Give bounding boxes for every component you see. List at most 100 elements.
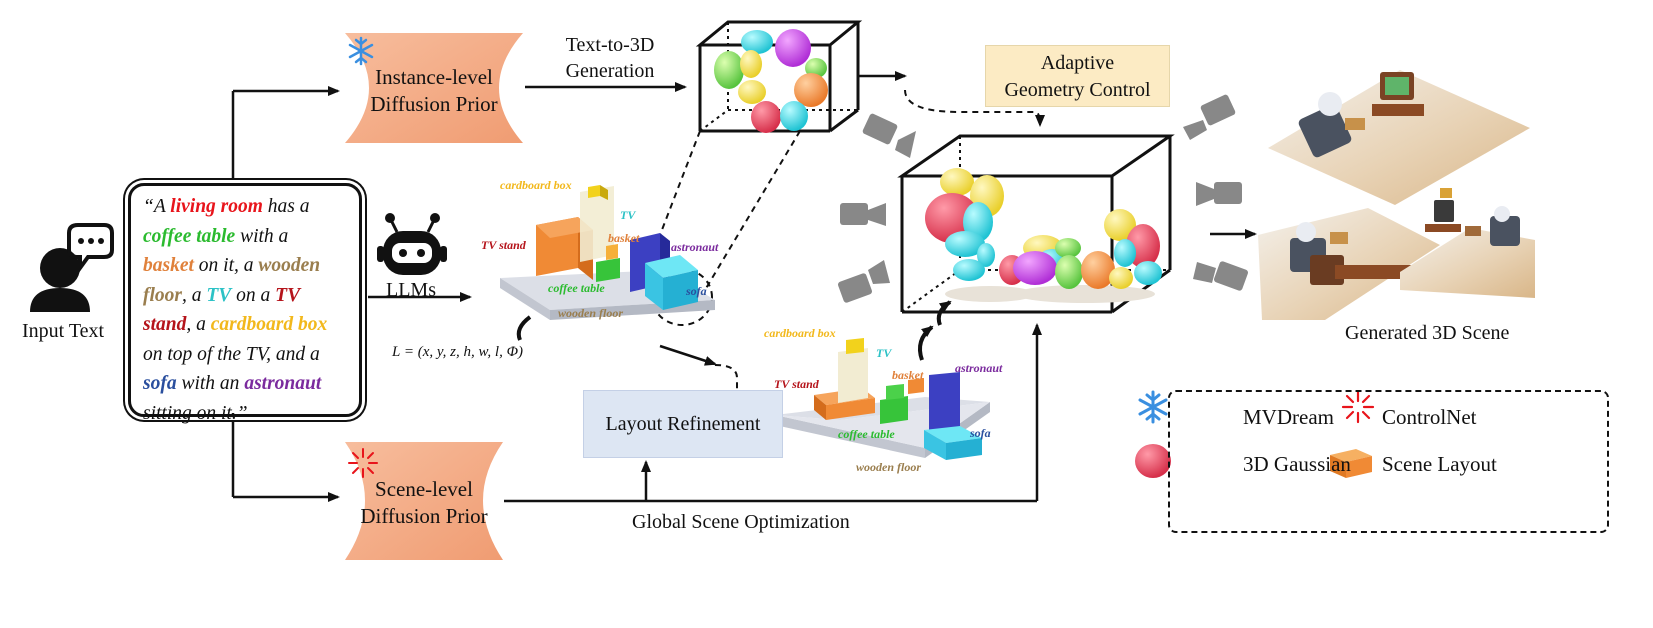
instance-prior-label: Instance-level Diffusion Prior: [345, 64, 523, 118]
curved-arrow-scene-layout: [918, 325, 934, 361]
camera-icon: [1196, 182, 1242, 206]
quote-segment: on top of the TV, and a: [143, 343, 320, 365]
quote-segment: basket: [143, 255, 194, 276]
gaussian-scene: [925, 168, 1162, 303]
quote-segment: living room: [170, 196, 263, 217]
snowflake-icon-legend: [1138, 390, 1168, 424]
label-astronaut-1: astronaut: [671, 240, 719, 254]
scene-prior-label: Scene-level Diffusion Prior: [345, 476, 503, 530]
scene-prior-line2: Diffusion Prior: [360, 504, 488, 528]
quote-segment: coffee table: [143, 225, 236, 247]
legend-scene-layout: Scene Layout: [1382, 452, 1497, 476]
quote-segment: stand: [143, 314, 187, 335]
curved-arrow-box: [936, 300, 952, 326]
scene-layout-1: [500, 185, 715, 320]
zoom-line-1: [639, 130, 701, 288]
label-sofa-2: sofa: [970, 426, 991, 440]
camera-icon: [1193, 261, 1249, 291]
quote-line: floor, a TV on a TV: [143, 281, 357, 311]
quote-segment: with an: [176, 373, 245, 394]
camera-icon: [840, 203, 886, 226]
scene-layout-2: [775, 338, 990, 460]
legend-gaussian: 3D Gaussian: [1243, 452, 1351, 476]
quote-segment: TV: [206, 284, 232, 306]
quote-segment: has a: [262, 196, 310, 217]
camera-icon: [837, 260, 890, 303]
label-coffee-table-2: coffee table: [838, 427, 895, 441]
label-basket-1: basket: [608, 231, 640, 245]
camera-icon: [1183, 94, 1236, 140]
quote-segment: , a: [182, 284, 207, 306]
adaptive-line1: Adaptive: [1040, 52, 1115, 74]
label-coffee-table-1: coffee table: [548, 281, 605, 295]
quote-line: stand, a cardboard box: [143, 310, 357, 340]
quote-segment: on a: [231, 284, 276, 306]
label-cardboard-box-2: cardboard box: [764, 326, 836, 340]
layout-refinement-label: Layout Refinement: [605, 412, 761, 435]
generated-render-right: [1400, 188, 1535, 298]
gaussian-icon: [1135, 444, 1171, 478]
label-wooden-floor-2: wooden floor: [856, 460, 922, 474]
dashed-adaptive-to-box: [904, 89, 1045, 127]
layout-formula: L = (x, y, z, h, w, l, Φ): [392, 344, 523, 360]
quote-segment: TV: [275, 284, 301, 306]
quote-segment: “A: [143, 196, 171, 217]
llm-label: LLMs: [386, 279, 436, 301]
label-sofa-1: sofa: [686, 284, 707, 298]
quote-segment: cardboard box: [210, 314, 328, 335]
text23d-line2: Generation: [565, 60, 655, 82]
instance-prior-line2: Diffusion Prior: [370, 92, 498, 116]
instance-prior-line1: Instance-level: [375, 65, 493, 89]
curved-arrow-formula: [516, 315, 532, 341]
adaptive-geometry-box: Adaptive Geometry Control: [985, 45, 1170, 107]
generated-label: Generated 3D Scene: [1345, 322, 1510, 344]
label-wooden-floor-1: wooden floor: [558, 306, 624, 320]
camera-icons: [837, 94, 1249, 303]
scene-prior-shape: [345, 442, 503, 560]
gaussian-cluster-small: [714, 29, 828, 133]
text23d-line1: Text-to-3D: [565, 34, 655, 56]
quote-segment: with a: [235, 225, 289, 247]
generated-render-top: [1268, 70, 1530, 205]
text23d-cube: [695, 20, 863, 133]
label-tv-1: TV: [620, 208, 636, 222]
label-cardboard-box-1: cardboard box: [500, 178, 572, 192]
legend-box: MVDream ControlNet 3D Gaussian Scene Lay…: [1168, 390, 1609, 533]
layout-refinement-box: Layout Refinement: [583, 390, 783, 458]
quote-line: sitting on it.”: [143, 399, 357, 429]
instance-prior-shape: [345, 33, 523, 143]
legend-controlnet: ControlNet: [1382, 405, 1477, 429]
quote-segment: on it, a: [193, 255, 259, 276]
quote-segment: floor: [143, 284, 182, 306]
label-astronaut-2: astronaut: [955, 361, 1003, 375]
quote-segment: wooden: [258, 255, 321, 276]
quote-line: sofa with an astronaut: [143, 369, 357, 399]
quote-segment: sitting on it.”: [143, 402, 248, 424]
scene-cube: [897, 134, 1175, 314]
quote-line: “A living room has a: [143, 192, 357, 222]
spark-icon-legend: [1341, 390, 1375, 424]
quote-line: coffee table with a: [143, 222, 357, 252]
snowflake-icon: [348, 36, 374, 66]
dashed-to-refine: [714, 364, 738, 392]
robot-icon: [377, 213, 447, 275]
adaptive-line2: Geometry Control: [1004, 79, 1151, 101]
generated-render-left: [1258, 208, 1440, 320]
quote-segment: , a: [186, 314, 211, 335]
user-speech-icon: [30, 223, 114, 312]
quote-segment: sofa: [143, 373, 177, 394]
quote-line: basket on it, a wooden: [143, 251, 357, 281]
arrow-layout-to-refine: [659, 344, 717, 366]
label-tv-2: TV: [876, 346, 892, 360]
text23d-label: Text-to-3D Generation: [555, 32, 665, 84]
legend-mvdream: MVDream: [1243, 405, 1334, 429]
scene-prior-line1: Scene-level: [375, 477, 473, 501]
label-basket-2: basket: [892, 368, 924, 382]
quote-line: on top of the TV, and a: [143, 340, 357, 370]
spark-icon: [348, 448, 378, 478]
label-tv-stand-2: TV stand: [774, 377, 819, 391]
